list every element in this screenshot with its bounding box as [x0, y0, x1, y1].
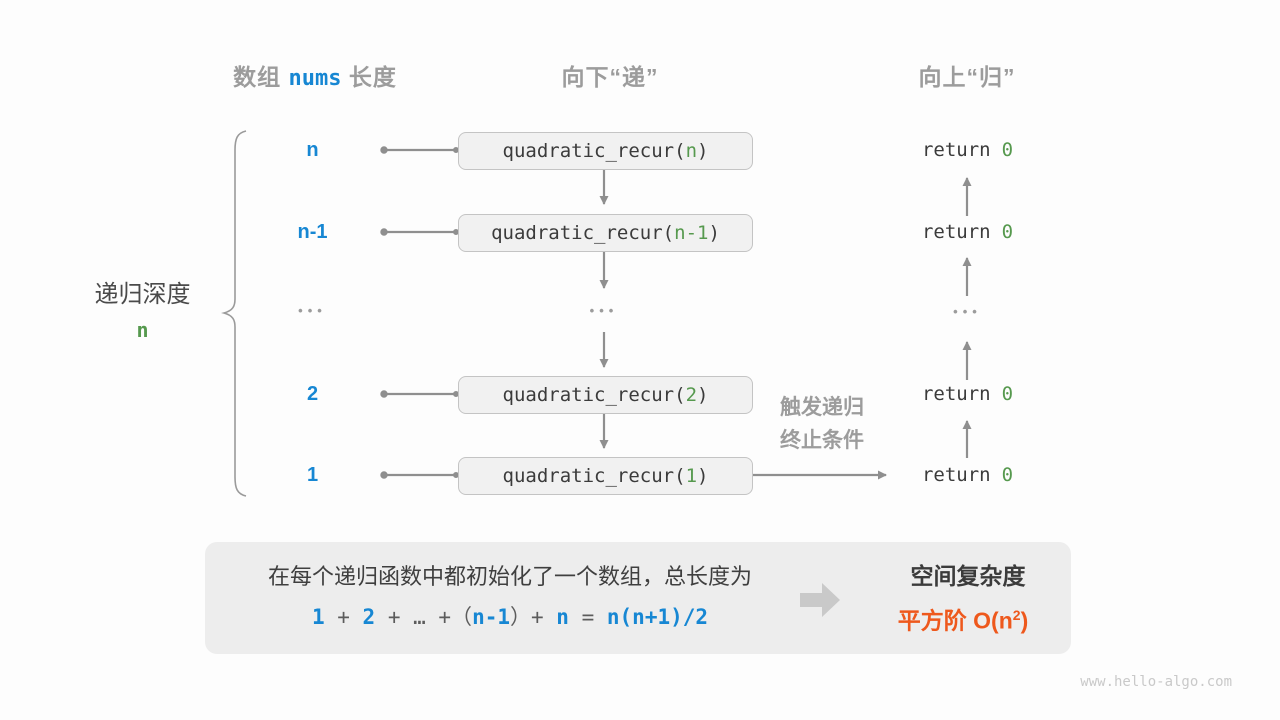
depth-ellipsis: ••• [298, 303, 327, 318]
implies-arrow-icon [800, 583, 840, 617]
summary-text: 在每个递归函数中都初始化了一个数组，总长度为 [267, 564, 752, 589]
summary-formula: 1 + 2 + … +（n-1）+ n = n(n+1)/2 [215, 602, 805, 632]
return-keyword: return [921, 464, 991, 486]
formula-term: 1 [311, 605, 325, 629]
depth-label: 递归深度 [94, 281, 191, 308]
summary-panel: 在每个递归函数中都初始化了一个数组，总长度为 1 + 2 + … +（n-1）+… [205, 542, 1071, 654]
call-fn: quadratic_recur( [502, 140, 686, 162]
base-case-label-line2: 终止条件 [780, 429, 864, 452]
formula-op: + … +（ [375, 605, 473, 629]
formula-term: n [556, 605, 569, 629]
depth-item-n: n [306, 139, 319, 161]
formula-term: 2 [362, 605, 376, 629]
formula-op: + [324, 605, 363, 629]
call-arg: 1 [685, 465, 698, 487]
formula-term: n-1 [472, 605, 510, 629]
call-box-1: quadratic_recur(1) [458, 457, 753, 495]
base-case-label-line1: 触发递归 [780, 396, 864, 419]
return-row-1: return 0 [885, 461, 1050, 489]
space-complexity-title: 空间复杂度 [910, 563, 1026, 589]
header-array-code: nums [288, 66, 342, 91]
call-arg: n [685, 140, 698, 162]
return-keyword: return [921, 221, 991, 243]
formula-op: = [568, 605, 607, 629]
complexity-exponent: 2 [1012, 607, 1021, 623]
header-return-up: 向上“归” [918, 64, 1016, 90]
formula-op: ）+ [510, 605, 557, 629]
header-array-prefix: 数组 [233, 64, 289, 90]
return-value: 0 [1001, 464, 1014, 486]
watermark: www.hello-algo.com [1080, 674, 1232, 690]
space-complexity-value: 平方阶 O(n2) [855, 600, 1071, 636]
complexity-post: ) [1020, 607, 1029, 634]
call-box-n: quadratic_recur(n) [458, 132, 753, 170]
return-value: 0 [1001, 139, 1014, 161]
return-ellipsis: ••• [953, 304, 982, 319]
complexity-pre: 平方阶 O(n [897, 607, 1013, 634]
header-array-length: 数组 nums 长度 [185, 58, 445, 92]
call-arg: n-1 [674, 222, 709, 244]
return-keyword: return [921, 139, 991, 161]
depth-brace [221, 130, 247, 497]
depth-item-1: 1 [306, 464, 319, 486]
header-array-suffix: 长度 [341, 64, 397, 90]
call-stack-ellipsis: ••• [589, 303, 619, 318]
depth-item-n-1: n-1 [297, 221, 328, 243]
call-fn: quadratic_recur( [502, 465, 686, 487]
formula-result: n(n+1)/2 [606, 605, 709, 629]
call-close: ) [708, 222, 720, 244]
return-row-2: return 0 [885, 380, 1050, 408]
call-close: ) [697, 140, 709, 162]
depth-value: n [136, 318, 149, 342]
header-recurse-down: 向下“递” [561, 64, 659, 90]
call-box-n-1: quadratic_recur(n-1) [458, 214, 753, 252]
call-close: ) [697, 465, 709, 487]
call-arg: 2 [685, 384, 698, 406]
return-value: 0 [1001, 221, 1014, 243]
return-row-n: return 0 [885, 136, 1050, 164]
depth-item-2: 2 [306, 383, 319, 405]
call-fn: quadratic_recur( [502, 384, 686, 406]
call-close: ) [697, 384, 709, 406]
call-fn: quadratic_recur( [491, 222, 675, 244]
row-connectors [380, 146, 459, 479]
call-box-2: quadratic_recur(2) [458, 376, 753, 414]
return-value: 0 [1001, 383, 1014, 405]
return-row-n-1: return 0 [885, 218, 1050, 246]
return-keyword: return [921, 383, 991, 405]
